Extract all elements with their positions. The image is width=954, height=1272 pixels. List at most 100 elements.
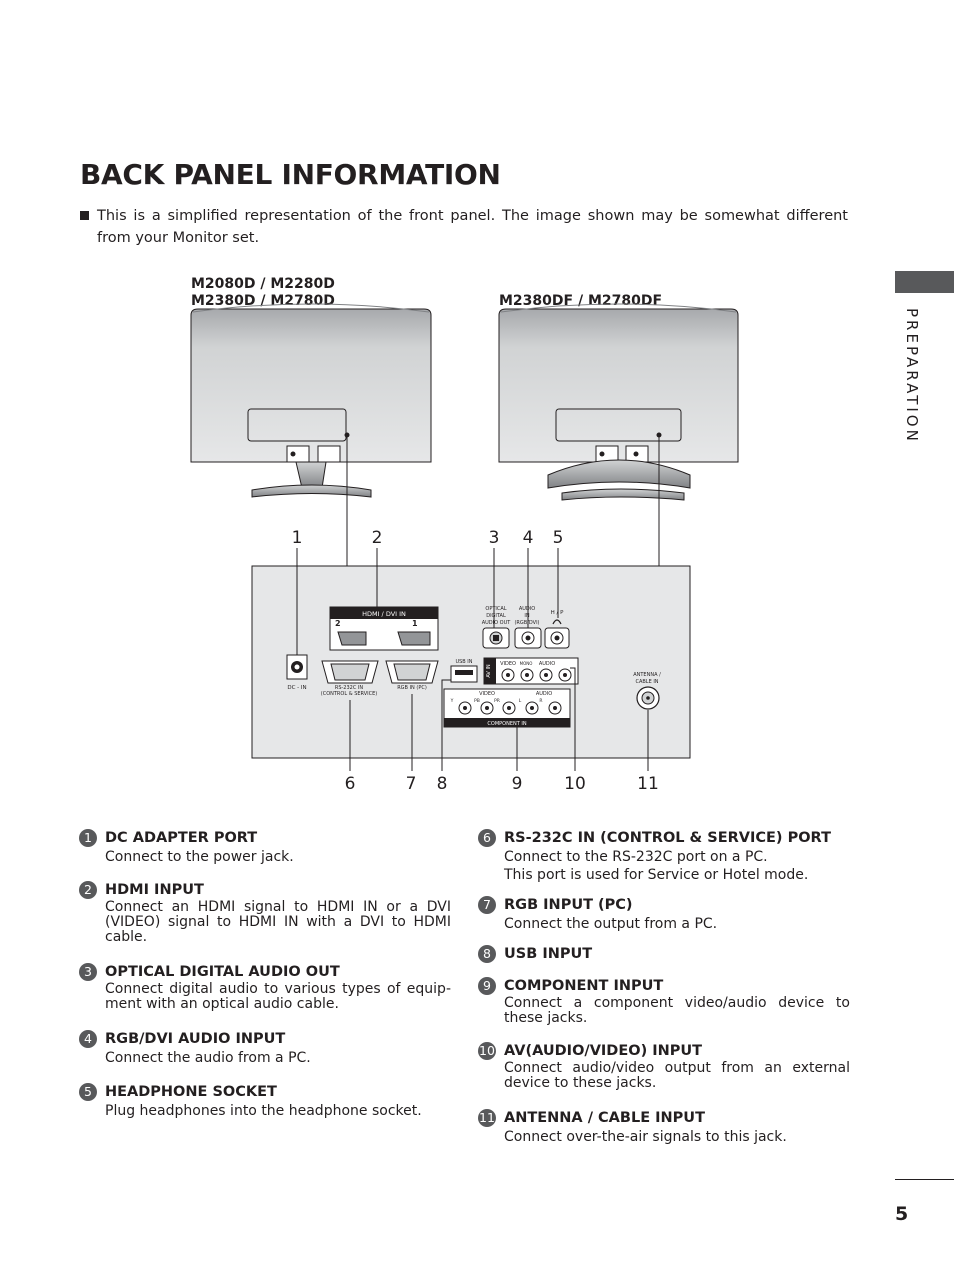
item-hdmi-input: 2 HDMI INPUT Connect an HDMI signal to H…	[79, 881, 451, 945]
section-label: PREPARATION	[903, 308, 921, 444]
model-label-line: M2080D / M2280D	[191, 276, 335, 292]
optical-label-2: DIGITAL	[486, 613, 506, 619]
hdmi-2-label: 2	[335, 619, 341, 628]
component-pb-label: PB	[474, 698, 480, 704]
item-description: Connect to the RS-232C port on a PC.	[504, 849, 768, 865]
hp-label: H / P	[551, 610, 564, 616]
callout-6: 6	[345, 774, 356, 794]
callout-1: 1	[292, 528, 303, 548]
item-description: This port is used for Service or Hotel m…	[504, 867, 809, 883]
component-video-label: VIDEO	[479, 691, 495, 697]
item-title: USB INPUT	[504, 946, 593, 962]
hdmi-1-label: 1	[412, 619, 418, 628]
item-antenna-input: 11 ANTENNA / CABLE INPUT Connect over-th…	[478, 1109, 850, 1146]
item-number-badge: 9	[478, 977, 496, 995]
item-number-badge: 4	[79, 1030, 97, 1048]
section-tab	[895, 271, 954, 293]
item-title: AV(AUDIO/VIDEO) INPUT	[504, 1043, 703, 1059]
intro-text: This is a simplified representation of t…	[97, 208, 848, 246]
item-title: RGB INPUT (PC)	[504, 897, 633, 913]
item-number-badge: 2	[79, 881, 97, 899]
item-number-badge: 8	[478, 945, 496, 963]
model-label-left: M2080D / M2280D M2380D / M2780D	[191, 276, 335, 310]
page-number: 5	[895, 1203, 909, 1225]
dc-in-label: DC - IN	[287, 685, 306, 691]
item-description: Connect the output from a PC.	[504, 916, 718, 932]
antenna-label-2: CABLE IN	[635, 679, 658, 685]
monitor-right	[498, 303, 739, 501]
item-number-badge: 7	[478, 896, 496, 914]
monitor-left	[190, 303, 432, 498]
page-title: BACK PANEL INFORMATION	[80, 158, 501, 191]
rs232-label-1: RS-232C IN	[335, 685, 364, 691]
item-title: HEADPHONE SOCKET	[105, 1084, 277, 1100]
footer-rule	[895, 1179, 954, 1180]
component-pr-label: PR	[494, 698, 500, 704]
component-r-label: R	[539, 698, 542, 704]
item-number-badge: 3	[79, 963, 97, 981]
av-video-label: VIDEO	[500, 661, 516, 667]
callout-8: 8	[437, 774, 448, 794]
item-title: DC ADAPTER PORT	[105, 830, 258, 846]
item-av-input: 10 AV(AUDIO/VIDEO) INPUT Connect audio/v…	[478, 1042, 850, 1091]
item-number-badge: 11	[478, 1109, 496, 1127]
antenna-label-1: ANTENNA /	[633, 672, 661, 678]
item-optical-audio: 3 OPTICAL DIGITAL AUDIO OUT Connect digi…	[79, 963, 451, 1012]
component-in-label: COMPONENT IN	[487, 721, 526, 727]
item-description: Connect over-the-air signals to this jac…	[504, 1129, 787, 1145]
callout-9: 9	[512, 774, 523, 794]
rs232-label-2: (CONTROL & SERVICE)	[321, 691, 378, 697]
callout-7: 7	[406, 774, 417, 794]
intro-paragraph: This is a simplified representation of t…	[80, 205, 848, 249]
back-panel-diagram: HDMI / DVI IN 2 1 OPTICAL DIGITAL AUDIO …	[190, 303, 739, 794]
item-dc-adapter: 1 DC ADAPTER PORT Connect to the power j…	[79, 829, 451, 866]
model-label-right: M2380DF / M2780DF	[499, 293, 663, 309]
item-description: Plug headphones into the headphone socke…	[105, 1103, 422, 1119]
optical-label-3: AUDIO OUT	[482, 620, 512, 626]
audio-in-label-3: (RGB/DVI)	[514, 620, 539, 626]
item-title: HDMI INPUT	[105, 882, 204, 898]
item-number-badge: 1	[79, 829, 97, 847]
headphone-icon	[552, 619, 562, 625]
callout-10: 10	[564, 774, 586, 794]
av-in-label: AV IN	[486, 664, 492, 678]
av-audio-label: AUDIO	[539, 661, 555, 667]
item-description: Connect digital audio to various types o…	[105, 981, 451, 1012]
model-label-line: M2380D / M2780D	[191, 293, 335, 309]
connector-panel: HDMI / DVI IN 2 1 OPTICAL DIGITAL AUDIO …	[251, 565, 691, 759]
component-y-label: Y	[450, 698, 454, 704]
item-description: Connect a component video/audio device t…	[504, 995, 850, 1026]
component-audio-label: AUDIO	[536, 691, 552, 697]
item-rgb-input: 7 RGB INPUT (PC) Connect the output from…	[478, 896, 850, 933]
item-description: Connect to the power jack.	[105, 849, 294, 865]
av-mono-label: MONO	[520, 661, 533, 666]
item-rgb-dvi-audio: 4 RGB/DVI AUDIO INPUT Connect the audio …	[79, 1030, 451, 1067]
bullet-icon	[80, 211, 89, 220]
audio-in-label-2: IN	[524, 613, 529, 619]
hdmi-port-2	[337, 631, 367, 646]
hdmi-label: HDMI / DVI IN	[362, 610, 406, 618]
item-component-input: 9 COMPONENT INPUT Connect a component vi…	[478, 977, 850, 1026]
item-headphone: 5 HEADPHONE SOCKET Plug headphones into …	[79, 1083, 451, 1120]
audio-in-label-1: AUDIO	[519, 606, 535, 612]
callout-3: 3	[489, 528, 500, 548]
item-usb-input: 8 USB INPUT	[478, 945, 850, 963]
item-title: RGB/DVI AUDIO INPUT	[105, 1031, 286, 1047]
component-l-label: L	[519, 698, 522, 704]
usb-in-label: USB IN	[455, 659, 472, 665]
item-number-badge: 6	[478, 829, 496, 847]
item-title: ANTENNA / CABLE INPUT	[504, 1110, 705, 1126]
item-title: RS-232C IN (CONTROL & SERVICE) PORT	[504, 830, 831, 846]
callout-5: 5	[553, 528, 564, 548]
item-number-badge: 10	[478, 1042, 496, 1060]
item-number-badge: 5	[79, 1083, 97, 1101]
item-title: COMPONENT INPUT	[504, 978, 664, 994]
item-description: Connect an HDMI signal to HDMI IN or a D…	[105, 899, 451, 945]
hdmi-port-1	[397, 631, 431, 646]
item-title: OPTICAL DIGITAL AUDIO OUT	[105, 964, 340, 980]
item-rs232c: 6 RS-232C IN (CONTROL & SERVICE) PORT Co…	[478, 829, 850, 884]
optical-label-1: OPTICAL	[485, 606, 506, 612]
callout-numbers: 1 2 3 4 5 6 7 8 9 10 11	[292, 528, 659, 794]
callout-2: 2	[372, 528, 383, 548]
item-description: Connect audio/video output from an exter…	[504, 1060, 850, 1091]
